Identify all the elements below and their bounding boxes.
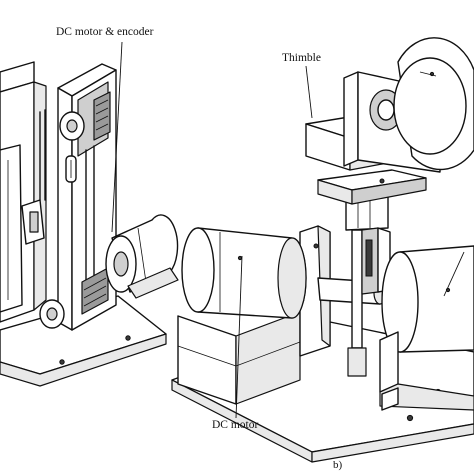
back-plate-edge <box>343 71 359 167</box>
leader-right-motor <box>443 251 465 297</box>
frame-pulley-hub <box>66 119 78 133</box>
label-thimble: Thimble <box>282 52 321 64</box>
dc-motor-face <box>181 227 215 313</box>
left-base-plate-edge <box>0 333 167 387</box>
motor-block-side <box>235 311 301 405</box>
clamp-screw <box>29 211 39 233</box>
left-assembly <box>0 61 179 387</box>
support-plate-side <box>351 177 427 205</box>
leader-thimble <box>305 65 313 119</box>
leader-dc-motor-encoder <box>111 41 123 233</box>
lower-bearing-hub <box>46 307 58 321</box>
label-panel-b: b) <box>333 459 343 471</box>
dc-motor-rear <box>277 237 307 319</box>
bracket-screw <box>313 243 319 249</box>
slider-rod <box>351 229 363 349</box>
label-dc-motor: DC motor <box>212 419 258 431</box>
slider-foot <box>347 347 367 377</box>
encoder-disc-assembly <box>343 37 474 173</box>
base-screw <box>59 359 65 365</box>
base-screw <box>406 414 414 422</box>
leader-disc <box>419 71 437 77</box>
slider-slot <box>365 239 373 277</box>
encoder-motor <box>105 214 179 299</box>
left-inner-block <box>0 144 23 313</box>
gear-rack <box>93 91 111 141</box>
motor-mount <box>127 267 179 299</box>
right-assembly <box>171 37 474 463</box>
right-motor-face <box>381 251 419 353</box>
base-screw <box>125 335 131 341</box>
right-motor <box>379 245 474 411</box>
leader-dc-motor <box>235 255 243 419</box>
right-bracket-foot <box>379 383 474 411</box>
encoder-disc-face <box>393 57 467 155</box>
right-bracket-upright <box>379 331 399 393</box>
plate-screw <box>379 178 385 184</box>
lower-gear <box>81 267 109 315</box>
right-base-plate-edge-side <box>311 423 474 463</box>
right-bracket-bend <box>381 387 399 411</box>
annotations: DC motor & encoder Thimble DC motor b) <box>56 26 465 471</box>
dc-motor <box>181 227 307 319</box>
back-plate-hub <box>377 99 395 121</box>
label-dc-motor-encoder: DC motor & encoder <box>56 26 154 38</box>
